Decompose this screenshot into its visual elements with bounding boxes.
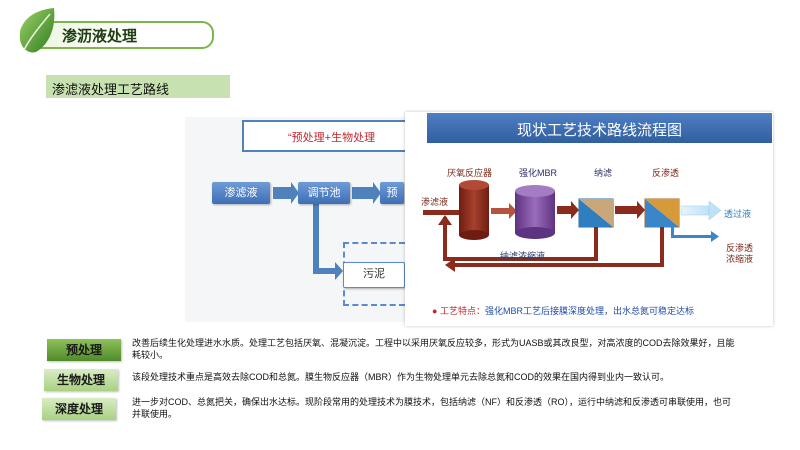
page-title: 渗沥液处理: [62, 28, 138, 45]
label-permeate: 透过液: [724, 209, 752, 219]
label-nanofiltration: 纳滤: [594, 168, 613, 178]
anaerobic-reactor-icon: [459, 180, 489, 240]
ro-concentrate-return-arrow: [445, 227, 664, 272]
label-leachate-inlet: 渗滤液: [421, 197, 449, 207]
process-flow-graphic: [423, 180, 722, 272]
background-diagram-banner-text: “预处理+生物处理: [288, 132, 376, 144]
step-description-biological: 该段处理技术重点是高效去除COD和总氮。膜生物反应器（MBR）作为生物处理单元去…: [132, 372, 670, 382]
nanofiltration-unit-icon: [578, 198, 614, 228]
section-heading-bar: [46, 75, 230, 98]
reverse-osmosis-unit-icon: [644, 198, 680, 228]
leaf-icon: [19, 8, 55, 53]
label-reverse-osmosis: 反渗透: [652, 168, 680, 178]
ro-concentrate-outlet-arrow: [671, 227, 719, 242]
label-nf-concentrate: 纳滤浓缩液: [500, 251, 546, 261]
feature-key-label: 工艺特点：: [439, 306, 485, 316]
process-feature-note: ● 工艺特点：强化MBR工艺后接膜深度处理，出水总氮可稳定达标: [432, 304, 694, 317]
background-flow-arrows: [273, 182, 381, 280]
flow-node-leachate: 渗滤液: [212, 182, 270, 204]
feature-text: 强化MBR工艺后接膜深度处理，出水总氮可稳定达标: [484, 306, 694, 316]
step-tag-advanced: 深度处理: [42, 398, 116, 420]
step-description-pretreatment: 改善后续生化处理进水水质。处理工艺包括厌氧、混凝沉淀。工程中以采用厌氧反应较多，…: [132, 338, 735, 360]
label-ro-concentrate-line1: 反渗透: [726, 243, 754, 253]
permeate-outlet-arrow: [680, 200, 722, 221]
flow-node-regulating-tank: 调节池: [298, 182, 350, 204]
label-enhanced-mbr: 强化MBR: [519, 168, 557, 178]
step-tag-pretreatment: 预处理: [47, 339, 121, 361]
label-anaerobic-reactor: 厌氧反应器: [447, 168, 493, 178]
step-tag-biological: 生物处理: [44, 369, 118, 391]
process-figure-title: 现状工艺技术路线流程图: [516, 122, 682, 139]
mbr-reactor-icon: [515, 185, 555, 239]
section-title: 渗滤液处理工艺路线: [52, 82, 170, 97]
step-description-advanced: 进一步对COD、总氮把关，确保出水达标。现阶段常用的处理技术为膜技术，包括纳滤（…: [132, 397, 732, 419]
flow-node-sludge: 污泥: [343, 262, 405, 288]
nf-concentrate-return-arrow: [438, 215, 598, 261]
process-figure-header: [427, 113, 772, 143]
bullet-icon: ●: [432, 306, 438, 316]
flow-node-pretreatment: 预: [380, 182, 404, 204]
label-ro-concentrate-line2: 浓缩液: [726, 254, 754, 264]
